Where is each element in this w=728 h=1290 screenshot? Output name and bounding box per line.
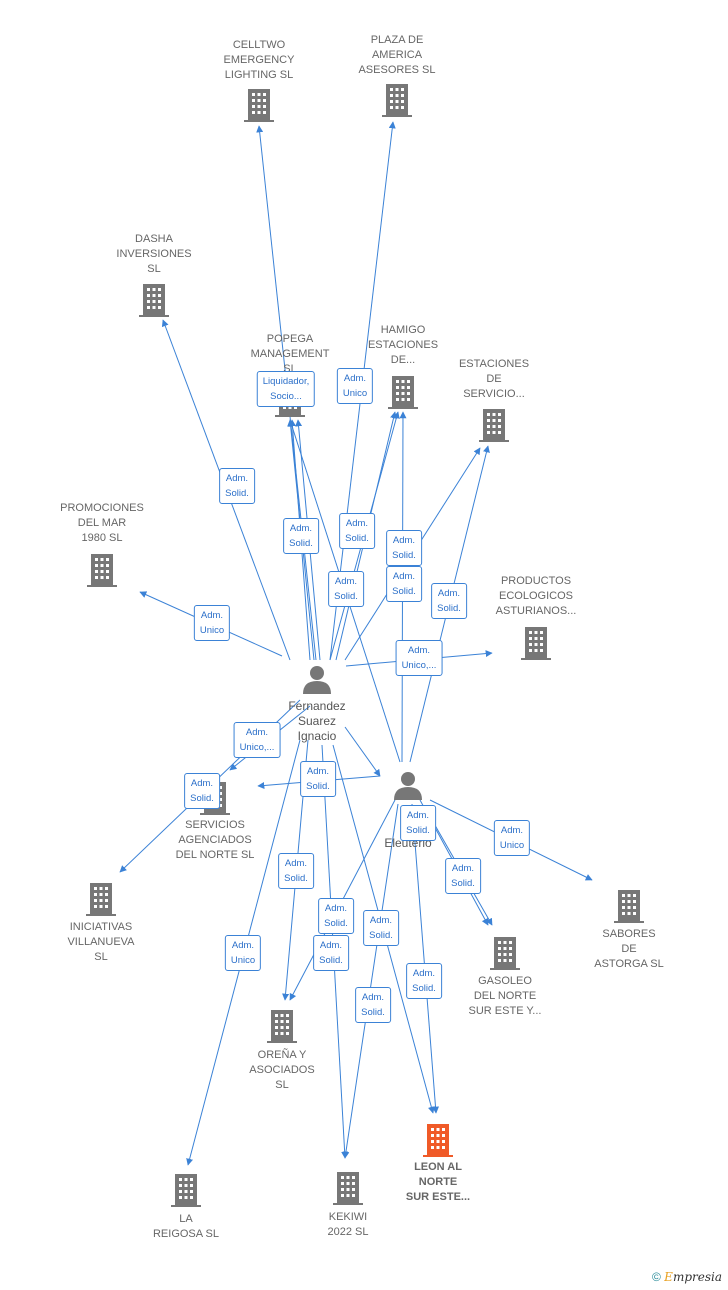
edge-role-label[interactable]: Adm.Solid. — [318, 898, 354, 934]
edge-role-label[interactable]: Adm.Solid. — [219, 468, 255, 504]
edge-role-label[interactable]: Adm.Solid. — [363, 910, 399, 946]
company-building-icon[interactable] — [521, 627, 551, 660]
copyright-symbol: © — [651, 1270, 661, 1284]
company-building-icon[interactable] — [139, 284, 169, 317]
company-building-icon[interactable] — [479, 409, 509, 442]
edge-role-label[interactable]: Adm.Solid. — [355, 987, 391, 1023]
edge-role-label[interactable]: Adm.Solid. — [283, 518, 319, 554]
edge-role-label[interactable]: Adm.Unico — [493, 820, 531, 856]
edge-role-label[interactable]: Adm.Solid. — [406, 963, 442, 999]
company-building-icon[interactable] — [382, 84, 412, 117]
edge-role-label[interactable]: Adm.Solid. — [400, 805, 436, 841]
edge-line — [411, 803, 440, 1114]
edge-role-label[interactable]: Adm.Solid. — [184, 773, 220, 809]
company-building-icon[interactable] — [388, 376, 418, 409]
company-building-icon[interactable] — [87, 554, 117, 587]
edge-role-label[interactable]: Adm.Solid. — [339, 513, 375, 549]
edge-role-label[interactable]: Adm.Unico — [336, 368, 374, 404]
edge-role-label[interactable]: Adm.Solid. — [328, 571, 364, 607]
edge-role-label[interactable]: Liquidador,Socio... — [256, 371, 316, 407]
edge-role-label[interactable]: Adm.Unico,... — [395, 640, 443, 676]
company-building-icon[interactable] — [490, 937, 520, 970]
edge-role-label[interactable]: Adm.Unico — [224, 935, 262, 971]
edge-role-label[interactable]: Adm.Unico — [193, 605, 231, 641]
company-building-icon[interactable] — [244, 89, 274, 122]
edge-role-label[interactable]: Adm.Solid. — [431, 583, 467, 619]
company-building-icon[interactable] — [333, 1172, 363, 1205]
edge-role-label[interactable]: Adm.Solid. — [313, 935, 349, 971]
company-building-icon[interactable] — [423, 1124, 453, 1157]
edge-role-label[interactable]: Adm.Solid. — [300, 761, 336, 797]
edge-role-label[interactable]: Adm.Solid. — [386, 530, 422, 566]
empresia-logo[interactable]: Empresia — [664, 1270, 722, 1284]
company-building-icon[interactable] — [267, 1010, 297, 1043]
edge-line — [342, 803, 399, 1159]
person-icon[interactable] — [394, 772, 422, 800]
edge-role-label[interactable]: Adm.Solid. — [445, 858, 481, 894]
company-building-icon[interactable] — [86, 883, 116, 916]
person-icon[interactable] — [303, 666, 331, 694]
edge-line — [344, 726, 381, 777]
edge-role-label[interactable]: Adm.Solid. — [278, 853, 314, 889]
footer: © Empresia — [652, 1270, 722, 1284]
company-building-icon[interactable] — [171, 1174, 201, 1207]
company-building-icon[interactable] — [614, 890, 644, 923]
edge-role-label[interactable]: Adm.Unico,... — [233, 722, 281, 758]
edge-role-label[interactable]: Adm.Solid. — [386, 566, 422, 602]
